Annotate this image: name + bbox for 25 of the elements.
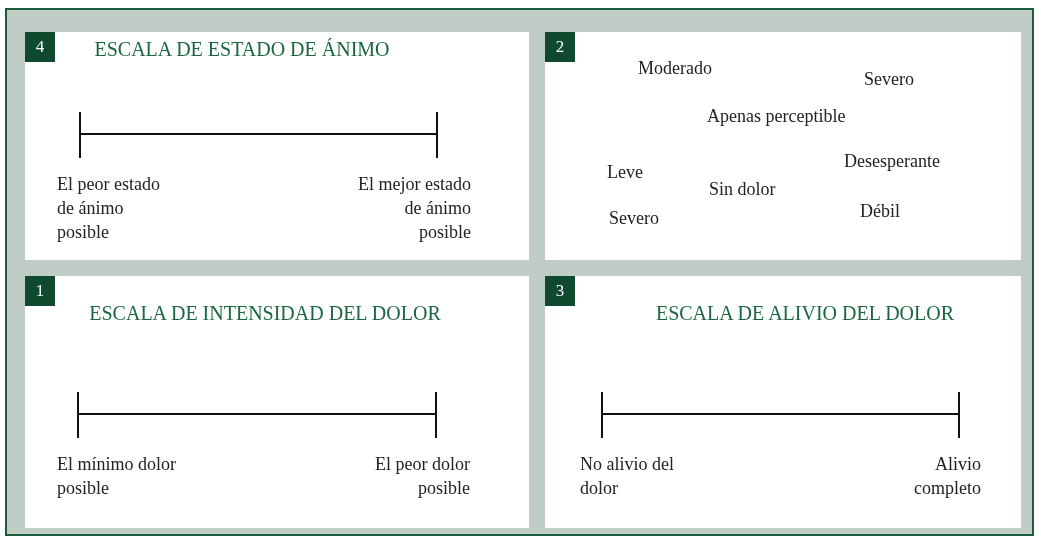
scale-title: ESCALA DE ESTADO DE ÁNIMO [94, 38, 390, 61]
pain-descriptor: Moderado [638, 58, 712, 79]
scale-end-label: El peor dolor posible [340, 452, 470, 500]
scale-title: ESCALA DE INTENSIDAD DEL DOLOR [89, 302, 441, 325]
scale-end-label: Alivio completo [881, 452, 981, 500]
scale-title: ESCALA DE ALIVIO DEL DOLOR [655, 302, 955, 325]
number-badge: 4 [25, 32, 55, 62]
number-badge: 2 [545, 32, 575, 62]
pain-descriptor: Severo [864, 69, 914, 90]
number-badge: 1 [25, 276, 55, 306]
scale-end-label: El mínimo dolor posible [57, 452, 187, 500]
pain-descriptor: Severo [609, 208, 659, 229]
pain-descriptor: Desesperante [844, 151, 940, 172]
scale-card [25, 276, 529, 528]
pain-descriptor: Apenas perceptible [707, 106, 846, 127]
number-badge: 3 [545, 276, 575, 306]
scale-card [545, 32, 1021, 260]
scale-card [545, 276, 1021, 528]
pain-descriptor: Leve [607, 162, 643, 183]
scale-end-label: No alivio del dolor [580, 452, 680, 500]
scale-end-label: El peor estado de ánimo posible [57, 172, 175, 244]
scale-end-label: El mejor estado de ánimo posible [353, 172, 471, 244]
pain-descriptor: Débil [860, 201, 900, 222]
pain-descriptor: Sin dolor [709, 179, 776, 200]
scale-card [25, 32, 529, 260]
